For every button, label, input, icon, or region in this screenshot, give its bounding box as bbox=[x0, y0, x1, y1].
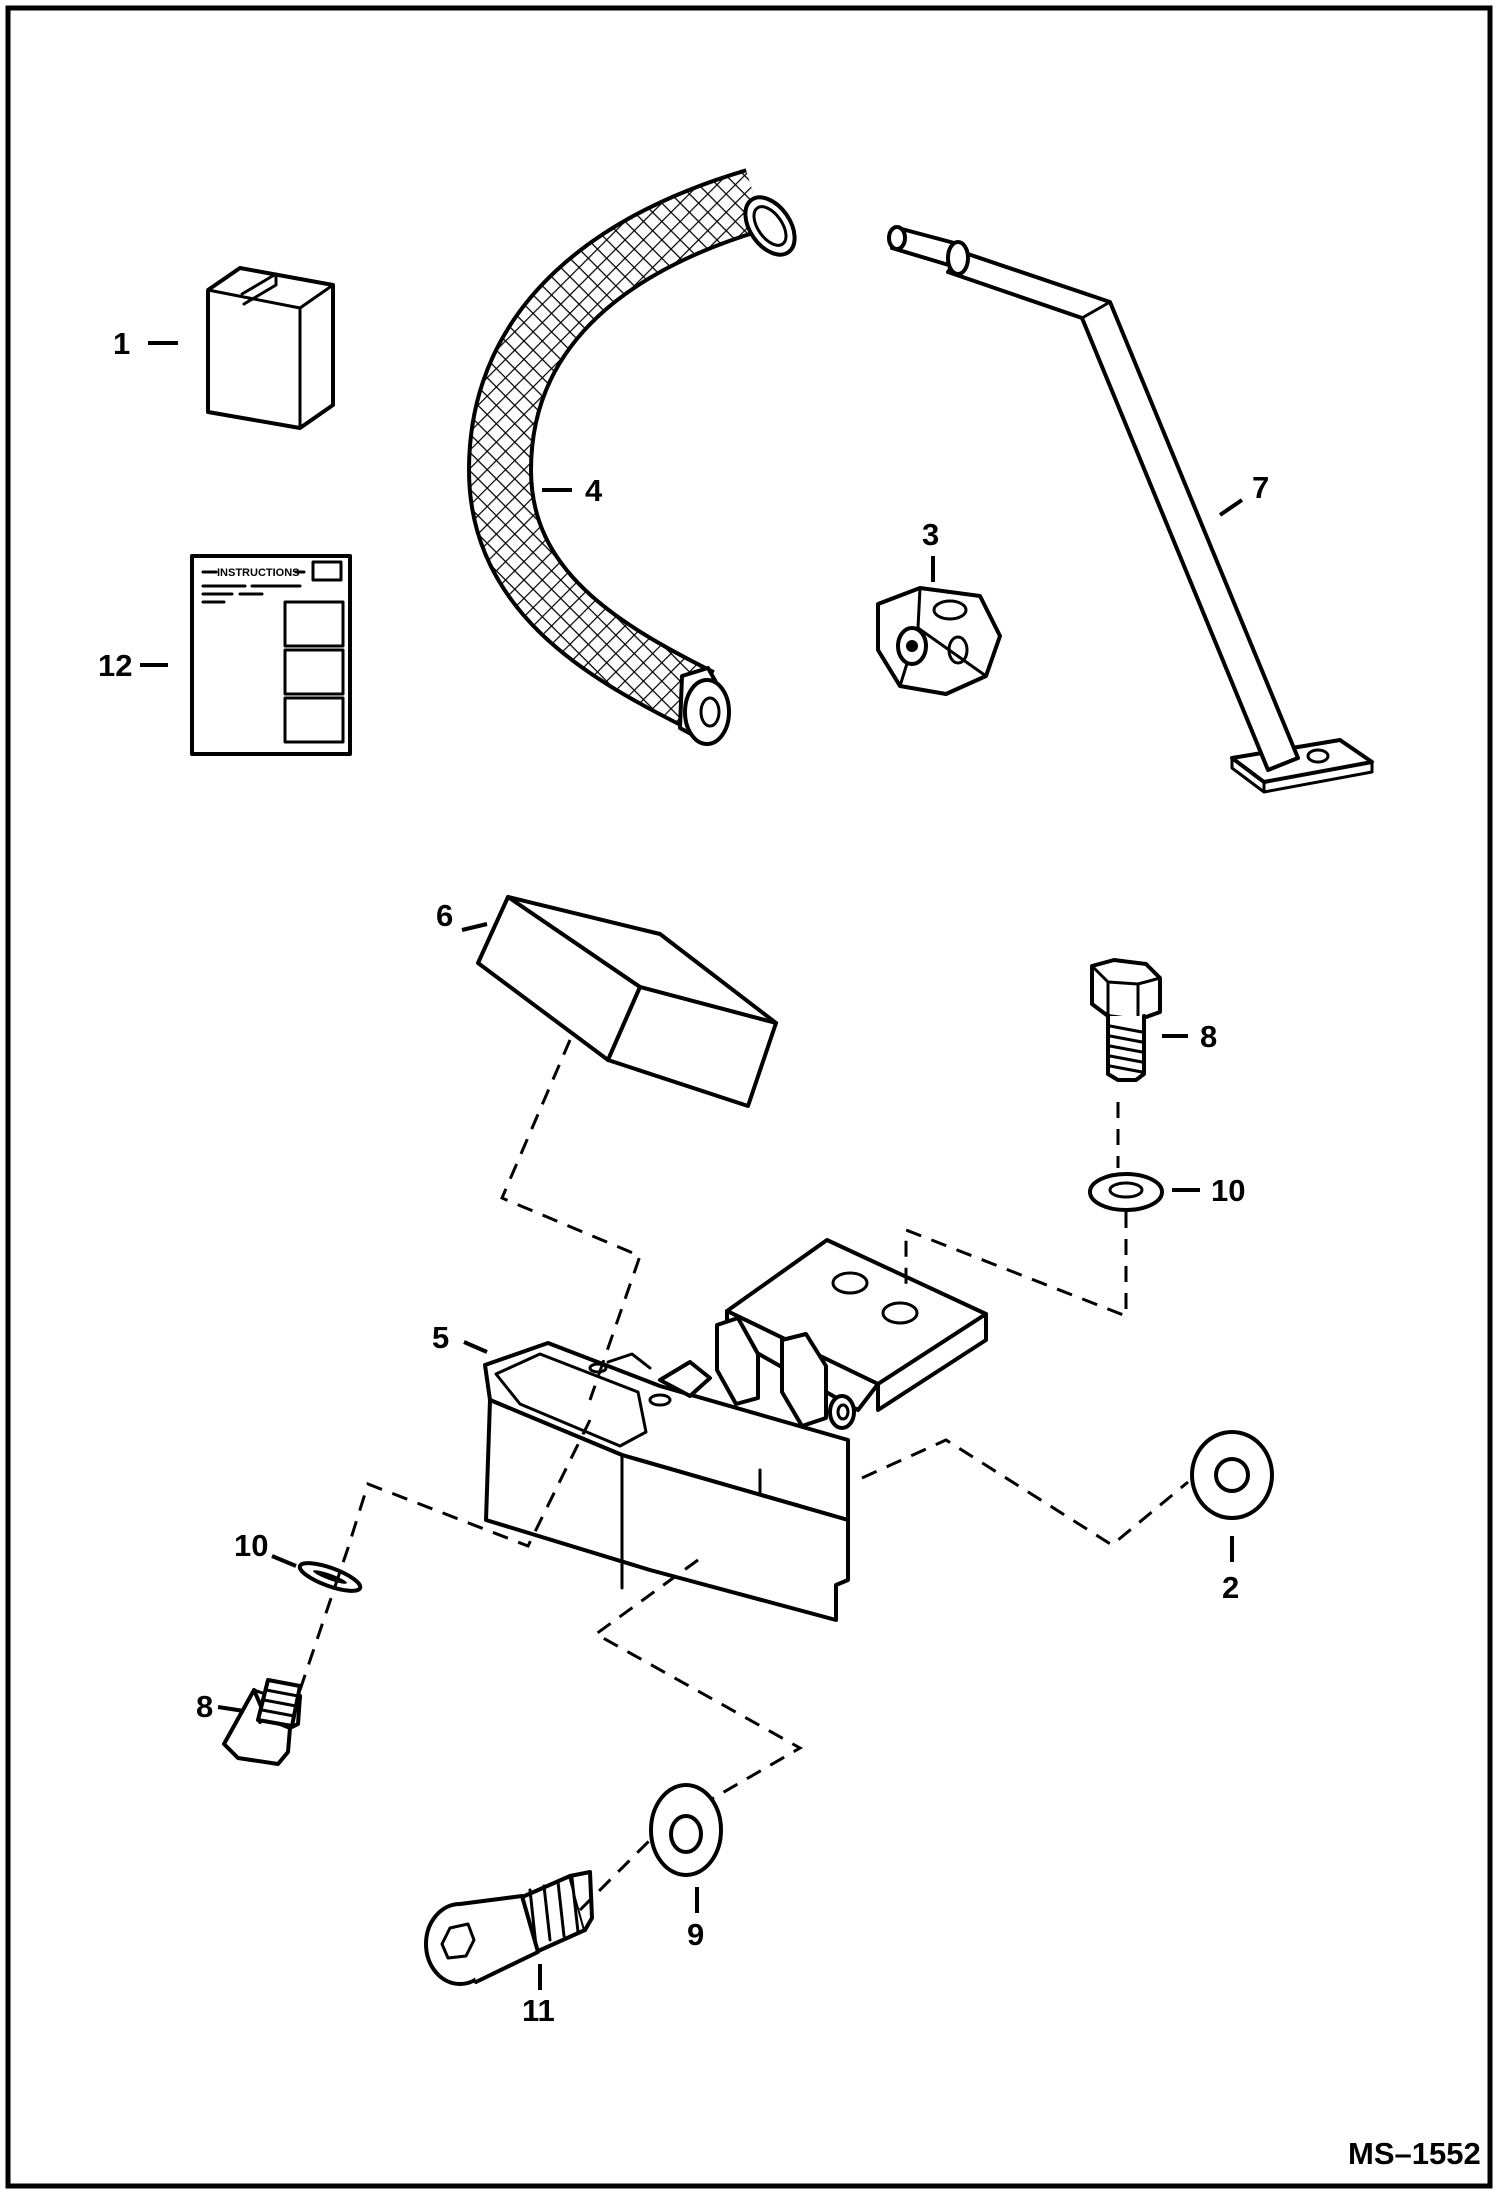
callout-8-right: 8 bbox=[1200, 1019, 1217, 1054]
callout-1: 1 bbox=[113, 326, 130, 361]
part-6-pad bbox=[476, 895, 778, 1108]
part-3-knob bbox=[876, 586, 1002, 696]
callout-7: 7 bbox=[1252, 470, 1269, 505]
part-10-washer-left bbox=[297, 1561, 363, 1593]
callout-11: 11 bbox=[522, 1993, 555, 2028]
part-1-box bbox=[206, 266, 335, 430]
callout-2: 2 bbox=[1222, 1570, 1239, 1605]
callout-8-left: 8 bbox=[196, 1689, 213, 1724]
callout-12: 12 bbox=[98, 648, 132, 683]
part-8-bolt-right bbox=[1090, 958, 1162, 1082]
callout-4: 4 bbox=[585, 473, 603, 508]
part-5-hinge-bracket bbox=[483, 1238, 988, 1622]
callout-10-left: 10 bbox=[234, 1528, 268, 1563]
part-10-washer-right bbox=[1088, 1172, 1164, 1212]
part-11-cap-screw bbox=[424, 1870, 594, 1986]
callout-6: 6 bbox=[436, 898, 453, 933]
part-7-rod bbox=[887, 225, 1374, 794]
callout-5: 5 bbox=[432, 1320, 449, 1355]
callout-10-right: 10 bbox=[1211, 1173, 1245, 1208]
drawing-border bbox=[5, 5, 1493, 2189]
assembly-lines bbox=[298, 1039, 1189, 1912]
part-9-washer bbox=[649, 1783, 723, 1877]
instructions-header: INSTRUCTIONS bbox=[217, 567, 300, 579]
callout-3: 3 bbox=[922, 517, 939, 552]
part-2-washer bbox=[1190, 1430, 1274, 1520]
drawing-id: MS–1552 bbox=[1348, 2136, 1481, 2171]
callout-9: 9 bbox=[687, 1917, 704, 1952]
part-12-instructions-sheet: INSTRUCTIONS bbox=[190, 554, 352, 756]
part-8-bolt-left bbox=[222, 1678, 302, 1766]
part-4-hose bbox=[466, 168, 797, 746]
